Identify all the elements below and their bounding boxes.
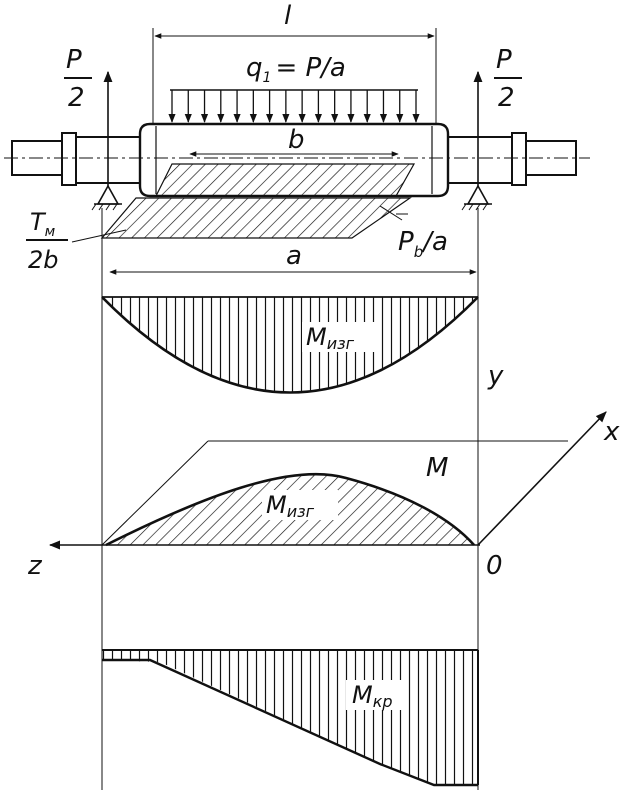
label-span-a: a: [286, 241, 302, 271]
label-pb-over-a: Pb/a: [398, 227, 448, 261]
bending-moment-diagram-top: [101, 296, 479, 394]
pb-load-plane: [100, 197, 412, 239]
svg-text:2: 2: [498, 83, 515, 113]
svg-text:Tм: Tм: [30, 208, 56, 240]
shaft-assembly: [4, 122, 590, 239]
left-pin-support: [91, 184, 122, 211]
label-axis-z: z: [27, 551, 43, 581]
label-width-b: b: [288, 125, 305, 155]
label-m-torque: Mкр: [352, 681, 393, 711]
label-torque-fraction: Tм 2b: [26, 208, 68, 274]
band-zone-b: [155, 163, 416, 197]
support-reactions: [91, 70, 492, 211]
label-m-bend-top: Mизг: [306, 323, 355, 353]
moment-plane-left-edge: [101, 440, 209, 546]
bending-moment-diagram-mid: [105, 472, 475, 547]
left-bearing-seat: [75, 136, 143, 184]
right-pin-support: [461, 184, 492, 211]
label-span-l: l: [284, 1, 292, 31]
torque-diagram: [102, 649, 479, 787]
label-force-right: P 2: [494, 45, 522, 113]
label-origin: 0: [486, 551, 503, 581]
svg-text:2: 2: [68, 83, 85, 113]
label-axis-x: x: [603, 417, 620, 447]
right-bearing-seat: [445, 136, 513, 184]
labels: l q1= P/a P 2 P 2 b Tм 2b Pb/a a Mизг y …: [26, 1, 620, 711]
svg-text:2b: 2b: [28, 246, 59, 274]
label-plane-m: M: [426, 453, 448, 483]
x-axis: [477, 411, 607, 546]
label-m-bend-mid: Mизг: [266, 491, 315, 521]
dimension-lines: [71, 28, 477, 275]
left-collar: [61, 132, 77, 186]
label-force-left: P 2: [64, 45, 92, 113]
svg-text:P: P: [496, 45, 512, 75]
distributed-load-q: [168, 89, 420, 123]
svg-text:P: P: [66, 45, 82, 75]
label-load-q: q1= P/a: [246, 53, 346, 86]
right-collar: [511, 132, 527, 186]
label-axis-y: y: [487, 361, 504, 391]
